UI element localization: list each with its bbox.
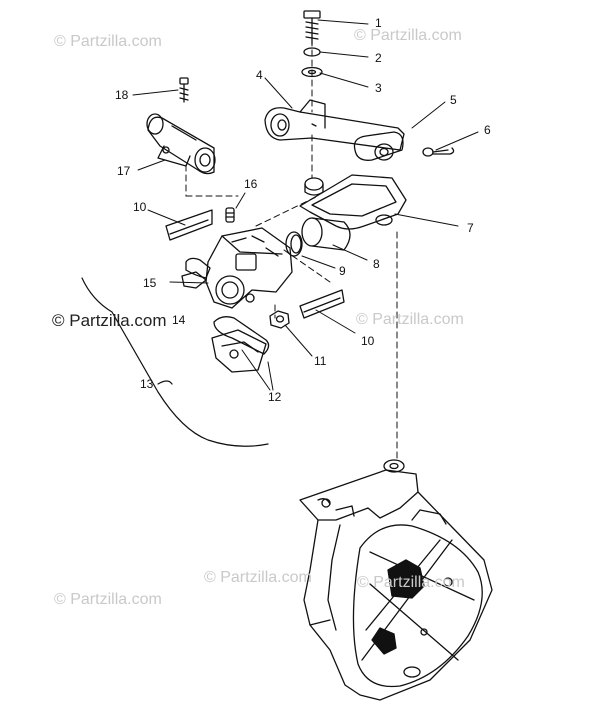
callout-5: 5 <box>450 93 457 107</box>
callout-7: 7 <box>467 221 474 235</box>
bracket-13 <box>81 277 269 447</box>
bleeder-part-16 <box>225 207 235 223</box>
callout-10-lower: 10 <box>361 334 375 348</box>
nut-part-11 <box>269 310 290 329</box>
watermark: © Partzilla.com <box>357 574 465 591</box>
watermark: © Partzilla.com <box>356 311 464 328</box>
shim-part-10-upper <box>165 209 213 241</box>
callout-6: 6 <box>484 123 491 137</box>
watermark: © Partzilla.com <box>54 33 162 50</box>
frame-part-7 <box>299 174 407 230</box>
caliper-part-15 <box>181 227 293 309</box>
brake-pads-part-12 <box>211 316 270 373</box>
callout-1: 1 <box>375 16 382 30</box>
bracket-part-4-5 <box>264 99 405 161</box>
callout-15: 15 <box>143 276 157 290</box>
callout-16: 16 <box>244 177 258 191</box>
pin-part-6 <box>422 147 455 157</box>
callout-11: 11 <box>314 354 327 368</box>
watermark: © Partzilla.com <box>204 569 312 586</box>
watermark: © Partzilla.com <box>52 311 167 330</box>
watermark: © Partzilla.com <box>354 27 462 44</box>
callout-9: 9 <box>339 264 346 278</box>
shim-part-10-lower <box>299 289 345 319</box>
screw-part-18 <box>179 77 189 103</box>
callout-10-upper: 10 <box>133 200 147 214</box>
bolt-part-1 <box>303 10 321 45</box>
callout-2: 2 <box>375 51 382 65</box>
callout-17: 17 <box>117 164 131 178</box>
callout-8: 8 <box>373 257 380 271</box>
ring-part-9 <box>285 231 303 257</box>
washer-part-3 <box>301 66 323 78</box>
housing <box>299 459 493 701</box>
callout-4: 4 <box>256 68 263 82</box>
watermark: © Partzilla.com <box>54 591 162 608</box>
callout-14: 14 <box>172 313 186 327</box>
callout-13: 13 <box>140 377 154 391</box>
lock-washer-part-2 <box>303 47 321 57</box>
master-cylinder-part-17 <box>146 113 216 175</box>
callout-3: 3 <box>375 81 382 95</box>
sleeve-part-8 <box>301 217 351 251</box>
callout-18: 18 <box>115 88 129 102</box>
callout-12: 12 <box>268 390 282 404</box>
